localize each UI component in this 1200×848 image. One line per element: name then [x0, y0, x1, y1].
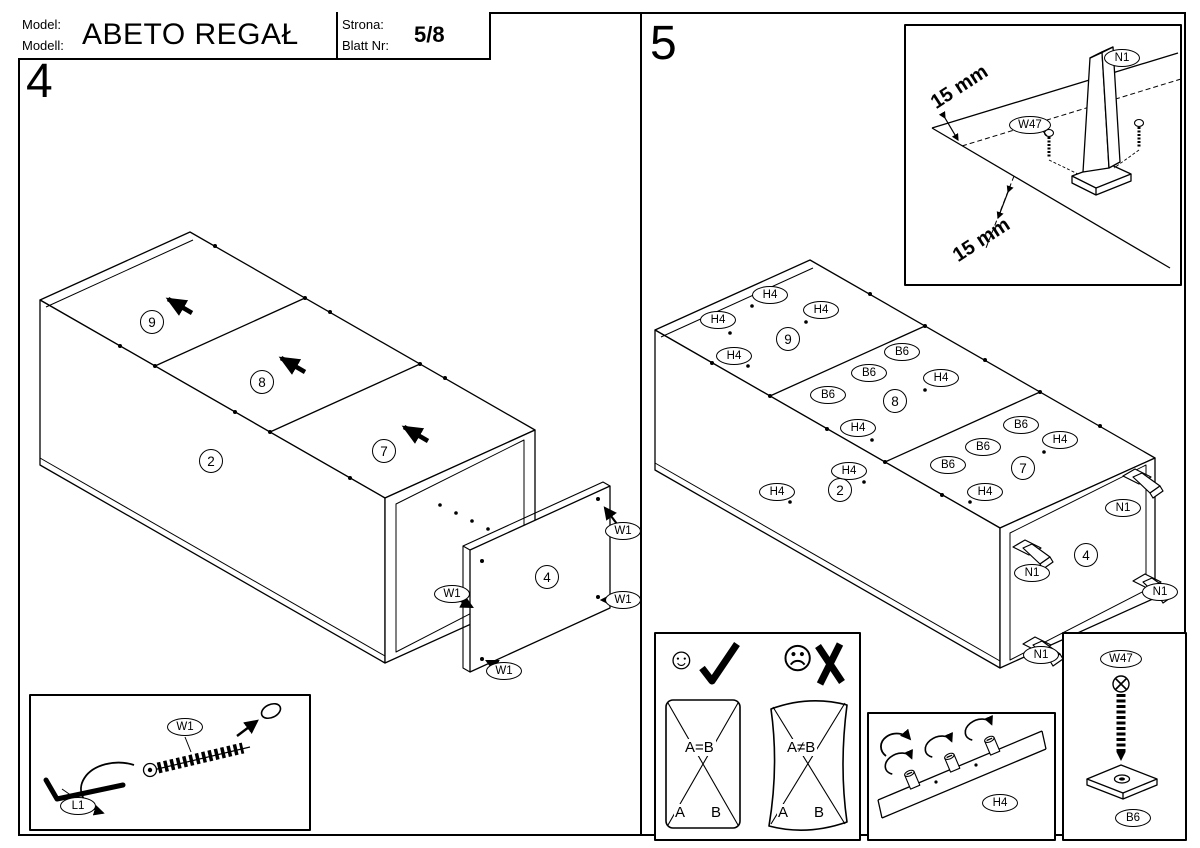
part-callout-7: 7 [372, 439, 396, 463]
model-labels: Model: Modell: [18, 12, 82, 58]
part-callout-h4: H4 [803, 301, 839, 319]
diagonal-b-label: B [710, 804, 723, 821]
part-callout-2: 2 [828, 478, 852, 502]
part-callout-b6: B6 [930, 456, 966, 474]
part-callout-l1: L1 [60, 797, 96, 815]
part-callout-h4: H4 [982, 794, 1018, 812]
part-callout-4: 4 [535, 565, 559, 589]
page-label-pl: Strona: [342, 17, 384, 32]
foot-detail-inset-drawing [904, 24, 1182, 286]
part-callout-w1: W1 [167, 718, 203, 736]
part-callout-7: 7 [1011, 456, 1035, 480]
step4-cabinet-drawing [39, 231, 618, 673]
part-callout-h4: H4 [700, 311, 736, 329]
pilot-hole-icon [260, 702, 282, 720]
part-callout-4: 4 [1074, 543, 1098, 567]
part-callout-8: 8 [250, 370, 274, 394]
part-callout-w47: W47 [1100, 650, 1142, 668]
part-callout-n1: N1 [1023, 646, 1059, 664]
cam-rotation-inset-drawing [867, 712, 1056, 841]
part-callout-h4: H4 [831, 462, 867, 480]
check-icon [699, 642, 740, 685]
part-callout-b6: B6 [1115, 809, 1151, 827]
sheet-border [18, 12, 1186, 836]
allen-key-icon [43, 777, 126, 802]
diagonals-equal-text: A=B [683, 739, 716, 756]
part-callout-n1: N1 [1105, 499, 1141, 517]
part-callout-b6: B6 [965, 438, 1001, 456]
part-callout-b6: B6 [884, 343, 920, 361]
page-label-de: Blatt Nr: [342, 37, 389, 53]
part-callout-h4: H4 [752, 286, 788, 304]
part-callout-n1: N1 [1014, 564, 1050, 582]
step4-number: 4 [26, 55, 53, 108]
rotate-arrow-icon [880, 728, 912, 757]
page-number: 5/8 [414, 22, 445, 47]
part-callout-b6: B6 [1003, 416, 1039, 434]
part-callout-h4: H4 [967, 483, 1003, 501]
part-callout-b6: B6 [851, 364, 887, 382]
part-callout-b6: B6 [810, 386, 846, 404]
cam-hole-dots [710, 292, 1102, 504]
part-callout-2: 2 [199, 449, 223, 473]
diagonals-not-equal-text: A≠B [785, 739, 818, 756]
part-callout-9: 9 [776, 327, 800, 351]
foot-screw-icon [1041, 118, 1145, 175]
diagonal-a-label: A [777, 804, 790, 821]
part-callout-w1: W1 [434, 585, 470, 603]
slide-direction-arrow-icon [165, 297, 430, 444]
page-info: Strona: Blatt Nr: 5/8 [336, 12, 489, 58]
model-label-de: Modell: [22, 37, 64, 53]
title-block: Model: Modell: ABETO REGAŁ Strona: Blatt… [18, 12, 491, 60]
sad-face-icon: ☹ [782, 643, 814, 676]
part-callout-w1: W1 [605, 591, 641, 609]
step5-number: 5 [650, 17, 677, 70]
part-callout-w1: W1 [486, 662, 522, 680]
diagonal-a-label: A [674, 804, 687, 821]
part-callout-h4: H4 [716, 347, 752, 365]
happy-face-icon: ☺ [666, 643, 697, 676]
part-callout-8: 8 [883, 389, 907, 413]
part-callout-n1: N1 [1142, 583, 1178, 601]
page-labels: Strona: Blatt Nr: [338, 12, 414, 58]
part-callout-h4: H4 [840, 419, 876, 437]
diagonal-b-label: B [813, 804, 826, 821]
part-callout-w47: W47 [1009, 116, 1051, 134]
confirmat-screw-icon [156, 742, 245, 774]
part-callout-9: 9 [140, 310, 164, 334]
part-callout-n1: N1 [1104, 49, 1140, 67]
part-callout-w1: W1 [605, 522, 641, 540]
model-name: ABETO REGAŁ [82, 18, 299, 51]
panel-divider [640, 12, 642, 836]
part-callout-h4: H4 [759, 483, 795, 501]
part-callout-h4: H4 [1042, 431, 1078, 449]
comparison-inset-drawing [654, 632, 861, 841]
screw-hole-dots [118, 244, 490, 531]
model-label-pl: Model: [22, 17, 62, 32]
part-callout-h4: H4 [923, 369, 959, 387]
cross-icon [815, 642, 845, 686]
